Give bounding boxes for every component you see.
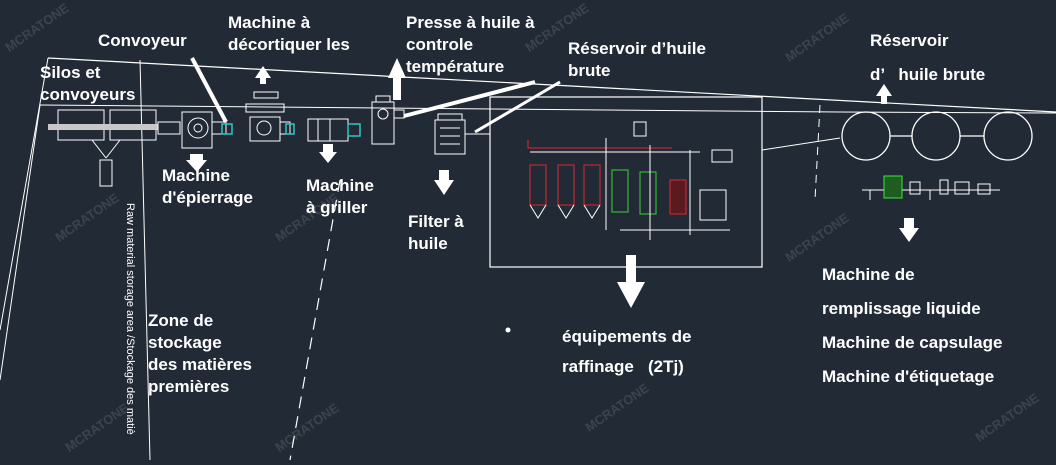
reservoir-pointer-2 [474,80,561,134]
label-vertical-storage: Raw material storage area /Stockage des … [124,203,136,435]
destoner-down-arrow [186,154,207,172]
label-line: à griller [306,198,368,217]
conveyor-joint-3 [347,123,361,137]
roaster-down-arrow [319,144,337,163]
label-griller: Machine à griller [306,175,374,219]
storage-divider-line [139,59,151,461]
label-line: d’ huile brute [870,65,986,84]
label-filter: Filter à huile [408,211,464,255]
label-line: brute [568,61,611,80]
label-line: raffinage (2Tj) [562,357,684,376]
conveyor-joint-2 [285,123,295,135]
label-line: des matières [148,355,252,374]
label-line: équipements de [562,327,692,346]
label-line: décortiquer les [228,35,350,54]
label-line: d'épierrage [162,188,253,207]
packaging-line [862,175,1000,200]
label-line: Silos et [40,63,101,82]
label-line: huile [408,234,448,253]
wall-left-line [0,104,41,381]
label-presse: Presse à huile à controle température [406,12,535,78]
label-line: remplissage liquide [822,299,981,318]
marker-dot [505,327,511,333]
label-zone-stockage: Zone de stockage des matières premières [148,310,252,398]
refinery-to-tank-pipe [761,137,841,151]
label-line: Presse à huile à [406,13,535,32]
label-silos: Silos et convoyeurs [40,62,135,106]
label-line: Filter à [408,212,464,231]
wall-left-outer [0,57,49,331]
huller-machine [245,91,291,142]
zone-dash-line [289,179,341,461]
label-epierrage: Machine d'épierrage [162,165,253,209]
reservoir-pointer-1 [403,80,536,118]
label-packaging: Machine de remplissage liquide Machine d… [822,258,1002,394]
label-line: température [406,57,505,76]
label-line: controle [406,35,474,54]
oil-filter-machine [434,113,490,155]
oil-press-machine [371,95,405,145]
refinery-frame [489,96,763,268]
packaging-down-arrow [899,218,919,242]
label-line: Machine [306,176,375,195]
tank-dash-line [814,104,821,201]
convoyeur-pointer [190,57,228,123]
label-reservoir-brute-1: Réservoir d’huile brute [568,38,706,82]
label-line: Réservoir [870,31,949,50]
refinery-equipment [527,121,733,240]
conveyor-joint-1 [221,123,233,135]
label-raffinage: équipements de raffinage (2Tj) [562,322,691,382]
label-line: Machine de capsulage [822,333,1003,352]
crude-oil-tanks [841,111,1033,161]
label-line: stockage [148,333,222,352]
label-line: premières [148,377,230,396]
label-line: Machine à [228,13,311,32]
press-up-arrow [388,58,406,100]
label-line: Machine de [822,265,915,284]
label-decortiquer: Machine à décortiquer les [228,12,350,56]
silo-unit [48,109,181,187]
roaster-machine [307,118,349,142]
label-line: Zone de [148,311,214,330]
label-convoyeur: Convoyeur [98,31,187,50]
label-line: Réservoir d’huile [568,39,706,58]
filter-down-arrow [434,170,454,195]
label-line: convoyeurs [40,85,136,104]
wall-inner-line [39,104,1056,114]
label-line: Machine d'étiquetage [822,367,995,386]
huller-up-arrow [255,66,271,84]
label-reservoir-brute-2: Réservoir d’ huile brute [870,24,985,92]
label-line: Machine [162,166,231,185]
destoner-machine [181,111,227,149]
refinery-down-arrow [617,255,645,308]
tank-up-arrow [876,84,892,104]
